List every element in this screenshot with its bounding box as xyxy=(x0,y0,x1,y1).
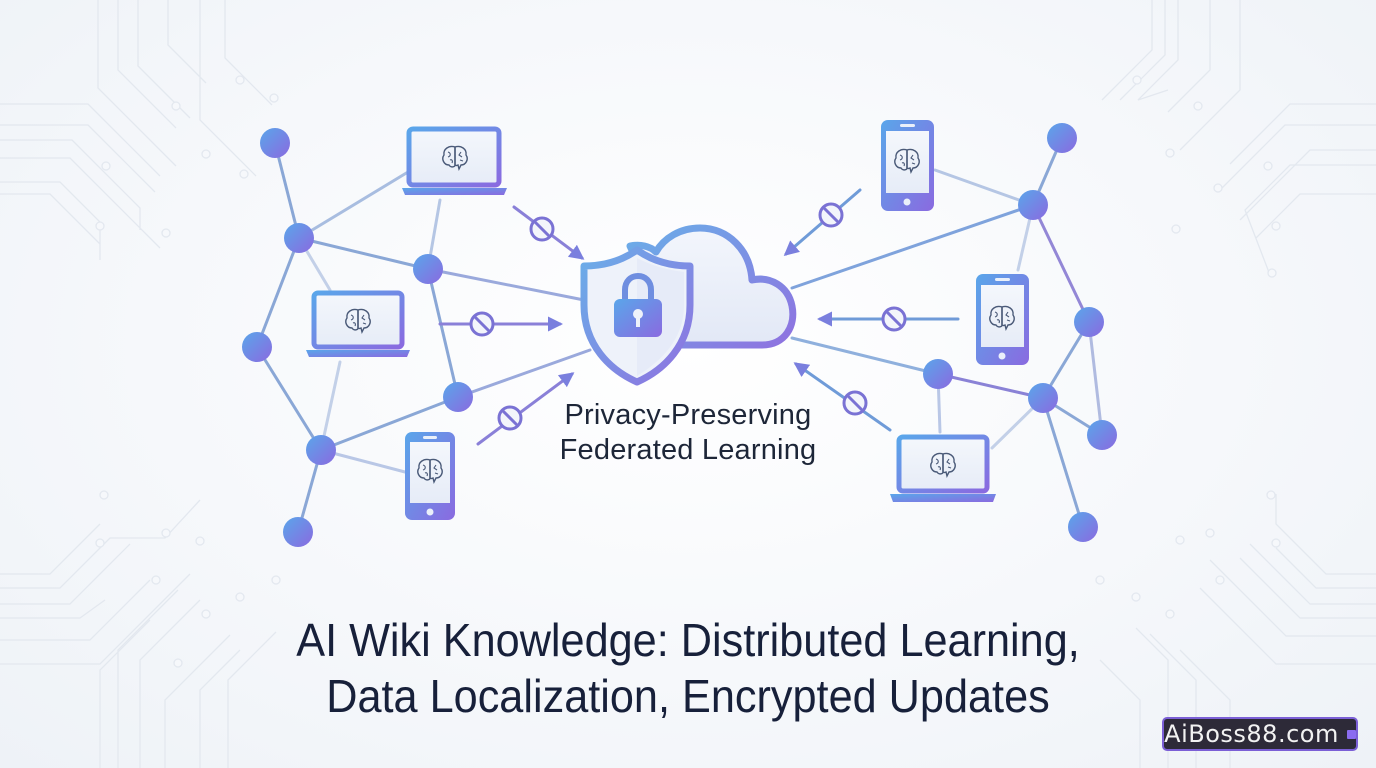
node xyxy=(1028,383,1058,413)
phone-device-left-bottom xyxy=(405,432,455,520)
node xyxy=(1047,123,1077,153)
node xyxy=(923,359,953,389)
network-nodes xyxy=(242,123,1117,547)
center-label-line2: Federated Learning xyxy=(559,434,817,466)
network-edges-left xyxy=(255,141,592,534)
update-arrows xyxy=(438,188,960,446)
laptop-device-left-middle xyxy=(306,290,410,357)
node xyxy=(1087,420,1117,450)
node xyxy=(242,332,272,362)
circuit-pattern-bottom-right xyxy=(1095,490,1376,768)
node xyxy=(1068,512,1098,542)
node xyxy=(413,254,443,284)
blocked-icon xyxy=(529,216,555,242)
lock-icon xyxy=(614,272,662,337)
watermark-badge: AiBoss88.com xyxy=(1162,717,1358,751)
title-line1: AI Wiki Knowledge: Distributed Learning, xyxy=(296,614,1080,666)
center-label: Privacy-Preserving Federated Learning xyxy=(488,398,888,468)
blocked-icon xyxy=(881,306,907,332)
watermark-text: AiBoss88.com xyxy=(1164,720,1339,748)
page-title: AI Wiki Knowledge: Distributed Learning,… xyxy=(182,612,1193,724)
node xyxy=(1074,307,1104,337)
node xyxy=(1018,190,1048,220)
square-dot-icon xyxy=(1346,729,1356,739)
center-label-line1: Privacy-Preserving xyxy=(564,399,812,431)
laptop-device-right-bottom xyxy=(890,434,996,502)
laptop-device-left-top xyxy=(402,126,507,195)
blocked-icon xyxy=(818,202,844,228)
circuit-pattern-top-right xyxy=(1101,0,1376,278)
blocked-icon xyxy=(469,311,495,337)
phone-device-right-top xyxy=(881,120,934,211)
node xyxy=(443,382,473,412)
node xyxy=(283,517,313,547)
node xyxy=(284,223,314,253)
node xyxy=(260,128,290,158)
title-line2: Data Localization, Encrypted Updates xyxy=(326,670,1050,722)
circuit-pattern-top-left xyxy=(0,0,279,260)
circuit-pattern-bottom-left xyxy=(0,490,281,768)
node xyxy=(306,435,336,465)
phone-device-right-middle xyxy=(976,274,1029,365)
